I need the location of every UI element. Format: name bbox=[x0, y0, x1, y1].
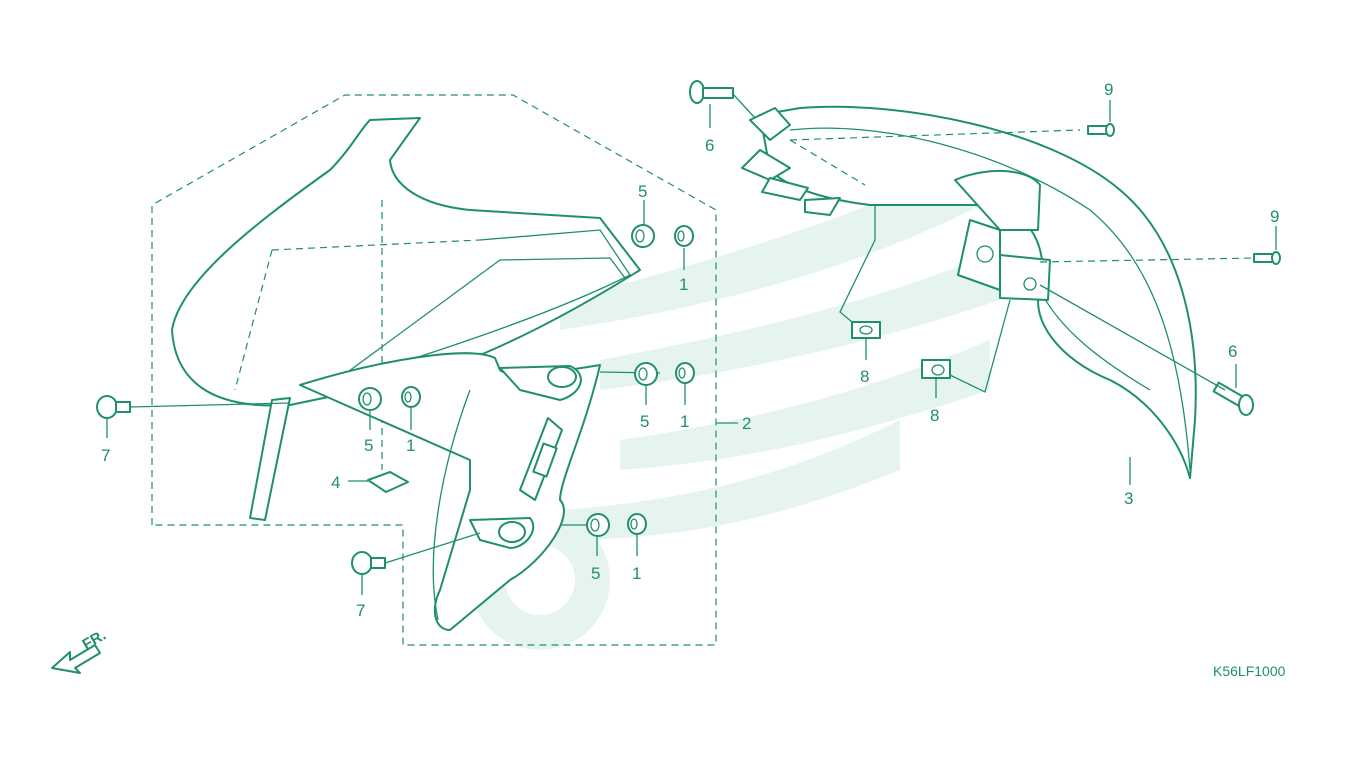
callout-labels: 5 1 5 1 2 5 1 4 7 7 5 1 6 9 9 6 8 8 3 bbox=[101, 80, 1279, 620]
side-shroud-part bbox=[299, 352, 601, 631]
callout-1-bottom: 1 bbox=[632, 564, 641, 583]
collar-1-left bbox=[401, 386, 421, 408]
callout-9-top: 9 bbox=[1104, 80, 1113, 99]
bolt-6-top bbox=[689, 80, 756, 119]
callout-7-bottom: 7 bbox=[356, 601, 365, 620]
collar-1-bottom bbox=[627, 513, 647, 535]
callout-8-right: 8 bbox=[930, 406, 939, 425]
grommet-5-bottom bbox=[586, 513, 610, 537]
callout-2: 2 bbox=[742, 414, 751, 433]
callout-5-mid: 5 bbox=[640, 412, 649, 431]
leader-6-right bbox=[1039, 284, 1226, 391]
nut-8-left bbox=[851, 321, 881, 339]
callout-6-top: 6 bbox=[705, 136, 714, 155]
front-cover-part bbox=[171, 117, 641, 521]
front-fender-part bbox=[741, 105, 1256, 479]
grommet-5-mid bbox=[634, 362, 658, 386]
direction-label: FR. bbox=[80, 627, 109, 654]
clip-4 bbox=[367, 471, 409, 493]
callout-3: 3 bbox=[1124, 489, 1133, 508]
grommet-5-left bbox=[358, 387, 382, 411]
callout-9-right: 9 bbox=[1270, 207, 1279, 226]
leader-lines-right bbox=[839, 205, 1131, 485]
diagram-code: K56LF1000 bbox=[1213, 663, 1286, 679]
callout-5-bottom: 5 bbox=[591, 564, 600, 583]
callout-7-left: 7 bbox=[101, 446, 110, 465]
bolt-7-bottom bbox=[351, 551, 386, 575]
callout-6-right: 6 bbox=[1228, 342, 1237, 361]
callout-1-mid: 1 bbox=[680, 412, 689, 431]
nut-8-right bbox=[921, 359, 951, 379]
screw-9-top bbox=[1087, 123, 1115, 137]
callout-5-top: 5 bbox=[638, 182, 647, 201]
collar-1-mid bbox=[675, 362, 695, 384]
front-direction-arrow-icon: FR. bbox=[51, 627, 109, 674]
callout-1-left: 1 bbox=[406, 436, 415, 455]
grommet-5-top bbox=[631, 224, 655, 248]
callout-5-left: 5 bbox=[364, 436, 373, 455]
collar-1-top bbox=[674, 225, 694, 247]
bolt-7-left bbox=[96, 395, 131, 419]
callout-4: 4 bbox=[331, 473, 340, 492]
callout-8-left: 8 bbox=[860, 367, 869, 386]
callout-1-top: 1 bbox=[679, 275, 688, 294]
screw-9-right bbox=[1253, 251, 1281, 265]
